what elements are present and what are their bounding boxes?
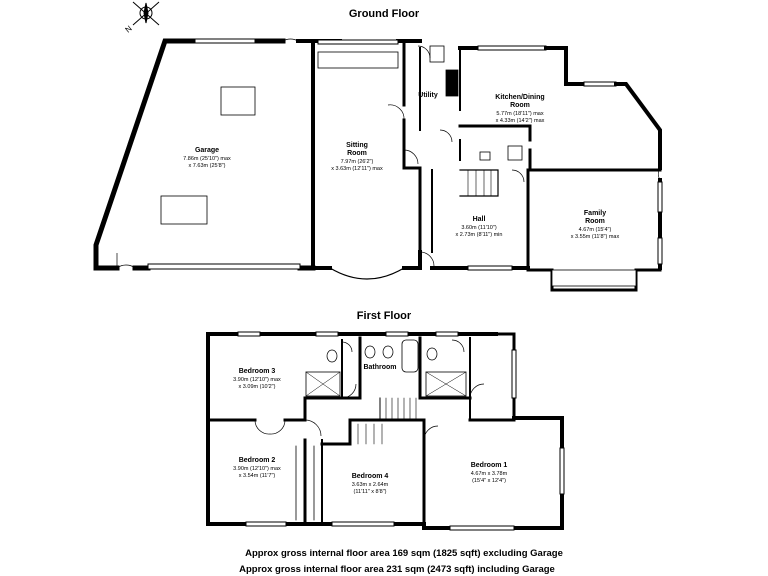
first-floor-walls (206, 331, 565, 531)
bedroom1-name: Bedroom 1 (471, 462, 508, 469)
sitting-name-2: Room (347, 150, 367, 157)
bedroom2-dim-2: x 3.54m (11'7") (239, 473, 276, 479)
room-hall: Hall 3.60m (11'10") x 2.73m (8'11") min (456, 216, 503, 238)
bedroom4-dim-2: (11'11" x 8'8") (353, 489, 386, 495)
bedroom2-name: Bedroom 2 (239, 457, 276, 464)
compass-label: N (124, 24, 134, 35)
hall-dim-2: x 2.73m (8'11") min (456, 232, 503, 238)
utility-name: Utility (418, 92, 438, 99)
family-dim-2: x 3.55m (11'8") max (571, 234, 620, 240)
family-dim-1: 4.67m (15'4") (579, 227, 612, 233)
room-sitting: Sitting Room 7.97m (26'2") x 3.63m (12'1… (331, 142, 383, 172)
garage-dim-1: 7.86m (25'10") max (183, 156, 231, 162)
room-bedroom-4: Bedroom 4 3.63m x 2.64m (11'11" x 8'8") (352, 473, 389, 495)
bedroom3-name: Bedroom 3 (239, 368, 276, 375)
bedroom1-dim-2: (15'4" x 12'4") (472, 478, 506, 484)
family-name-1: Family (584, 210, 606, 217)
sitting-dim-2: x 3.63m (12'11") max (331, 166, 383, 172)
bedroom3-dim-2: x 3.09m (10'2") (239, 384, 276, 390)
room-bedroom-1: Bedroom 1 4.67m x 3.78m (15'4" x 12'4") (471, 462, 508, 484)
kitchen-name-2: Room (510, 102, 530, 109)
area-including-garage: Approx gross internal floor area 231 sqm… (239, 564, 555, 575)
hall-name: Hall (473, 216, 486, 223)
ground-floor-walls (93, 38, 663, 292)
ground-floor-doors (116, 38, 661, 269)
room-bedroom-3: Bedroom 3 3.90m (12'10") max x 3.09m (10… (233, 368, 281, 390)
room-family: Family Room 4.67m (15'4") x 3.55m (11'8"… (571, 210, 620, 240)
bedroom4-name: Bedroom 4 (352, 473, 389, 480)
area-excluding-garage: Approx gross internal floor area 169 sqm… (245, 548, 563, 559)
garage-dim-2: x 7.63m (25'8") (189, 163, 226, 169)
garage-name: Garage (195, 147, 219, 154)
bathroom-name: Bathroom (363, 364, 396, 371)
first-floor-doors (254, 339, 485, 441)
sitting-dim-1: 7.97m (26'2") (341, 159, 374, 165)
first-floor-title: First Floor (357, 310, 412, 322)
kitchen-dim-1: 5.77m (18'11") max (496, 111, 543, 117)
bedroom3-dim-1: 3.90m (12'10") max (233, 377, 281, 383)
room-garage: Garage 7.86m (25'10") max x 7.63m (25'8"… (183, 147, 231, 169)
compass-icon (132, 1, 160, 26)
bedroom1-dim-1: 4.67m x 3.78m (471, 471, 508, 477)
sitting-name-1: Sitting (346, 142, 368, 149)
family-name-2: Room (585, 218, 605, 225)
kitchen-name-1: Kitchen/Dining (495, 94, 544, 101)
bedroom4-dim-1: 3.63m x 2.64m (352, 482, 389, 488)
kitchen-dim-2: x 4.33m (14'2") max (496, 118, 545, 124)
room-kitchen: Kitchen/Dining Room 5.77m (18'11") max x… (495, 94, 544, 124)
bedroom2-dim-1: 3.90m (12'10") max (233, 466, 281, 472)
hall-dim-1: 3.60m (11'10") (461, 225, 496, 231)
room-bedroom-2: Bedroom 2 3.90m (12'10") max x 3.54m (11… (233, 457, 281, 479)
ground-floor-title: Ground Floor (349, 8, 420, 20)
